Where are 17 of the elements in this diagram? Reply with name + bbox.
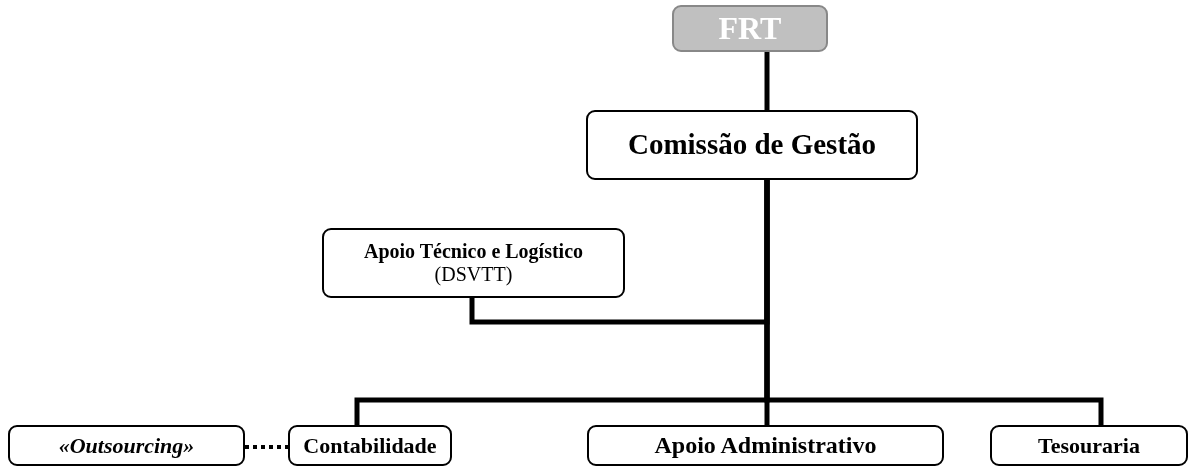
box-label: Comissão de Gestão [627, 128, 877, 162]
process-box [8, 425, 245, 466]
process-box [587, 425, 944, 466]
box-label: Contabilidade [303, 432, 437, 459]
process-box [990, 425, 1188, 466]
connector-line [764, 180, 1104, 425]
box-label: Tesouraria [1038, 432, 1140, 459]
top-box [672, 5, 828, 52]
box-label: Apoio Administrativo [654, 431, 877, 460]
process-box [288, 425, 452, 466]
dotted-connector [245, 445, 288, 449]
connector-line [764, 52, 770, 110]
process-box [586, 110, 918, 180]
process-box [322, 228, 625, 298]
box-label: FRT [718, 10, 782, 47]
box-label: «Outsourcing» [58, 432, 195, 459]
box-label: Apoio Técnico e Logístico (DSVTT) [362, 240, 585, 286]
